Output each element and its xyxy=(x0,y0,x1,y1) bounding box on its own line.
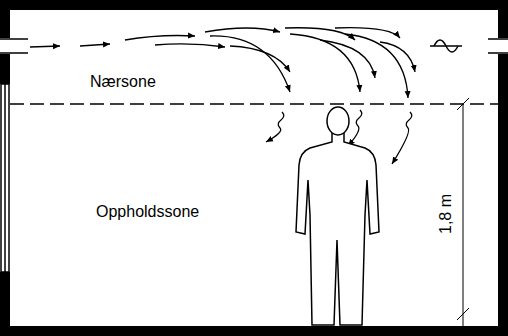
zone-label: Nærsone xyxy=(90,74,156,90)
dimension-label: 1,8 m xyxy=(438,192,454,236)
supply-inlet xyxy=(0,39,28,53)
exhaust-outlet xyxy=(430,39,508,53)
zone-boundary xyxy=(10,103,498,105)
person-silhouette xyxy=(296,107,379,325)
dimension-line xyxy=(457,98,469,326)
air-flow-arrow xyxy=(30,28,415,98)
zone-label: Oppholdssone xyxy=(96,204,199,220)
window xyxy=(1,84,9,272)
